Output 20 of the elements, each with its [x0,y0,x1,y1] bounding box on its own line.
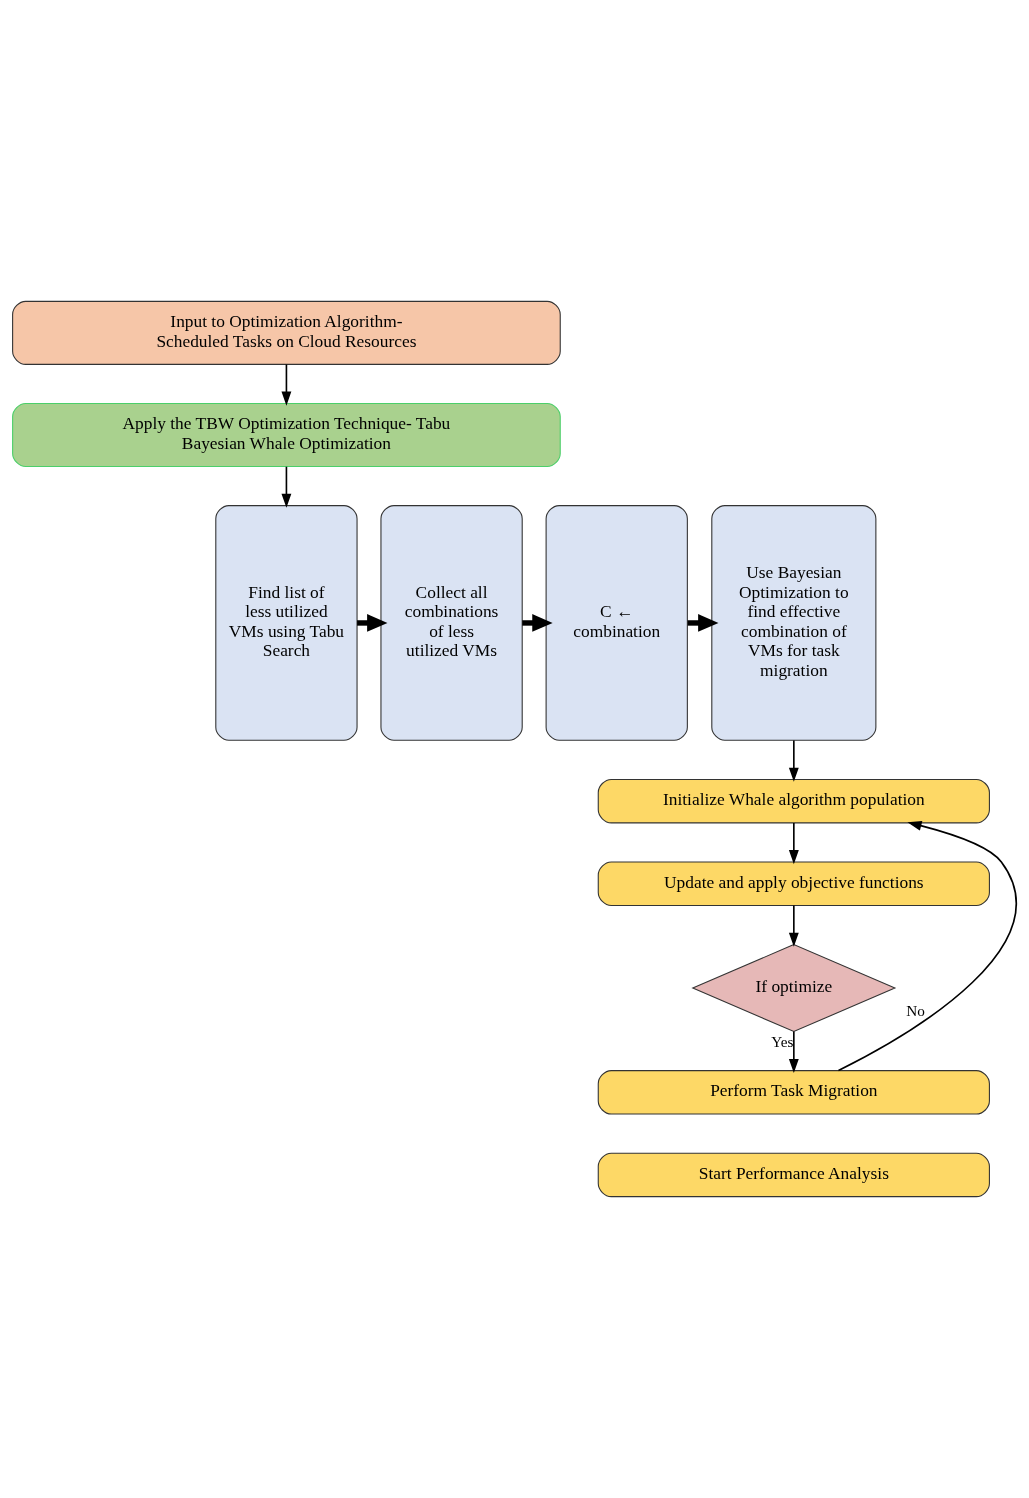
arrow [281,363,292,406]
arrow [837,820,1017,1072]
node-box: Update and apply objective functions [597,861,990,906]
node-box: Find list of less utilized VMs using Tabu Search [215,505,358,741]
arrow [281,465,292,508]
node-box: Start Performance Analysis [597,1152,990,1198]
node-box: Perform Task Migration [597,1070,990,1115]
edge-label: Yes [771,1032,794,1050]
node-box: Initialize Whale algorithm population [597,778,990,824]
arrow [788,1030,799,1074]
node-box: Use Bayesian Optimization to find effective combination of VMs for task migration [711,505,877,741]
arrow [788,904,799,947]
node-box: Apply the TBW Optimization Technique- Tabu Bayesian Whale Optimization [12,402,561,468]
node-box: Collect all combinations of less utilized VMs [380,505,523,741]
node-box: Input to Optimization Algorithm- Scheduled Tasks on Cloud Resources [12,300,561,365]
edge-label: No [906,1002,925,1020]
node-box: C ← combination [545,505,688,741]
arrow [788,822,799,865]
arrow [788,739,799,782]
node-diamond: If optimize [691,944,897,1033]
